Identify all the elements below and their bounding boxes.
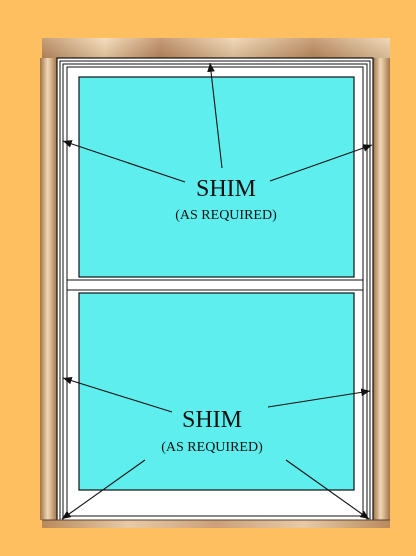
- bottom-shim-label: SHIM: [182, 407, 242, 433]
- lower-glass-pane: [78, 292, 355, 491]
- arrow-upper-right: [269, 144, 373, 182]
- left-jamb: [40, 58, 57, 520]
- right-jamb: [373, 58, 390, 520]
- top-shim-label: SHIM: [196, 176, 256, 202]
- top-shim-note: (AS REQUIRED): [175, 208, 277, 223]
- arrow-top: [207, 62, 223, 169]
- arrow-lower-right: [267, 388, 371, 408]
- frame-line-3: [66, 66, 364, 517]
- upper-glass-pane: [78, 76, 355, 278]
- arrow-lower-left: [62, 376, 173, 413]
- arrow-bottom-right: [285, 459, 370, 520]
- sill: [42, 520, 390, 528]
- meeting-rail: [66, 279, 364, 291]
- bottom-shim-note: (AS REQUIRED): [161, 440, 263, 455]
- arrow-bottom-left: [61, 459, 146, 520]
- header-trim-shade: [42, 38, 390, 58]
- arrow-upper-left: [62, 140, 186, 183]
